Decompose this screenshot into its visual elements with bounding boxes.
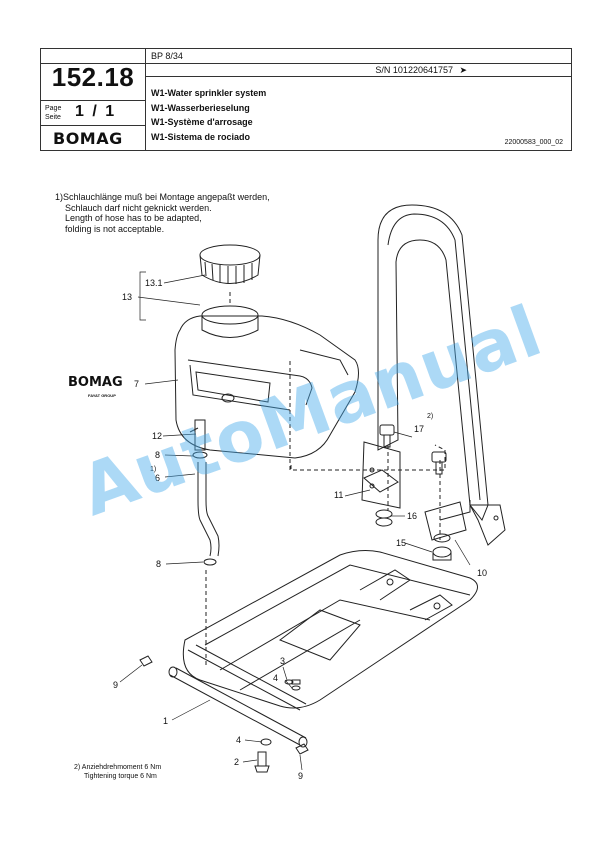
leader-lines — [119, 271, 471, 771]
header-left-block: 152.18 Page Seite 1 / 1 BOMAG — [41, 49, 146, 150]
callout-10: 10 — [477, 568, 487, 578]
callout-9-right: 9 — [298, 771, 303, 781]
divider — [145, 76, 571, 77]
callout-12: 12 — [152, 431, 162, 441]
callout-8-lower: 8 — [156, 559, 161, 569]
title-es: W1-Sistema de rociado — [151, 131, 251, 142]
note-line: Schlauch darf nicht geknickt werden. — [65, 202, 212, 213]
document-number: 22000583_000_02 — [504, 139, 563, 146]
tank-brand-logo: BOMAG — [68, 375, 123, 390]
divider — [41, 100, 145, 101]
title-en: W1-Water sprinkler system — [151, 88, 267, 98]
note-line: folding is not acceptable. — [65, 223, 165, 234]
callout-1: 1 — [163, 716, 168, 726]
assembly-lines — [205, 292, 446, 665]
serial-arrow-icon: ➤ — [459, 65, 467, 75]
small-fasteners — [139, 655, 309, 773]
callout-9-left: 9 — [113, 680, 118, 690]
brand-logo: BOMAG — [53, 129, 123, 148]
callout-13: 13 — [122, 292, 132, 302]
callout-17: 17 — [414, 424, 424, 434]
page-label: Page Seite — [45, 104, 61, 122]
callout-2: 2 — [234, 757, 239, 767]
header-right-block: BP 8/34 S/N 101220641757 ➤ W1-Water spri… — [145, 49, 571, 150]
note-line: Tightening torque 6 Nm — [84, 773, 157, 780]
page-label-de: Seite — [45, 114, 61, 121]
callout-15: 15 — [396, 538, 406, 548]
callout-8-upper: 8 — [155, 450, 160, 460]
title-list: W1-Water sprinkler system W1-Wasserberie… — [151, 86, 266, 144]
nozzle-fitting — [189, 419, 208, 459]
water-tank — [174, 305, 359, 459]
page-value: 1 / 1 — [75, 103, 115, 120]
divider — [145, 63, 571, 64]
model-name: BP 8/34 — [151, 51, 183, 61]
hose-clamp — [203, 558, 217, 566]
mounting-hardware — [363, 424, 471, 561]
callout-note-1: 1) — [150, 466, 156, 473]
title-fr: W1-Système d'arrosage — [151, 117, 253, 127]
note-line: 2) Anziehdrehmoment 6 Nm — [74, 764, 162, 771]
callout-13-1: 13.1 — [145, 278, 163, 288]
tank-cap — [199, 244, 261, 284]
callout-3: 3 — [280, 656, 285, 666]
callout-note-2: 2) — [427, 413, 433, 420]
torque-note: 2) Anziehdrehmoment 6 Nm Tightening torq… — [74, 763, 161, 781]
divider — [41, 125, 145, 126]
callout-16: 16 — [407, 511, 417, 521]
sprinkler-pipe — [168, 644, 308, 748]
callout-4-upper: 4 — [273, 673, 278, 683]
serial-number: S/N 101220641757 — [375, 65, 453, 75]
note-line: 1)Schlauchlänge muß bei Montage angepaßt… — [55, 192, 270, 202]
page-label-en: Page — [45, 105, 62, 112]
divider — [41, 63, 145, 64]
callout-11: 11 — [334, 490, 343, 500]
note-line: Length of hose has to be adapted, — [65, 213, 202, 223]
section-number: 152.18 — [51, 62, 135, 92]
parts-header: 152.18 Page Seite 1 / 1 BOMAG BP 8/34 S/… — [40, 48, 572, 151]
callout-labels: 13.1 13 7 12 8 1) 6 8 9 3 4 1 4 2 9 2) 1… — [113, 278, 487, 781]
callout-4-lower: 4 — [236, 735, 241, 745]
base-plate — [182, 550, 478, 709]
callout-6: 6 — [155, 473, 160, 483]
callout-7: 7 — [134, 379, 139, 389]
hose-length-note: 1)Schlauchlänge muß bei Montage angepaßt… — [55, 192, 270, 234]
tank-brand-subtitle: FAYAT GROUP — [88, 393, 116, 398]
title-de: W1-Wasserberieselung — [151, 102, 250, 113]
water-hose — [197, 462, 212, 557]
